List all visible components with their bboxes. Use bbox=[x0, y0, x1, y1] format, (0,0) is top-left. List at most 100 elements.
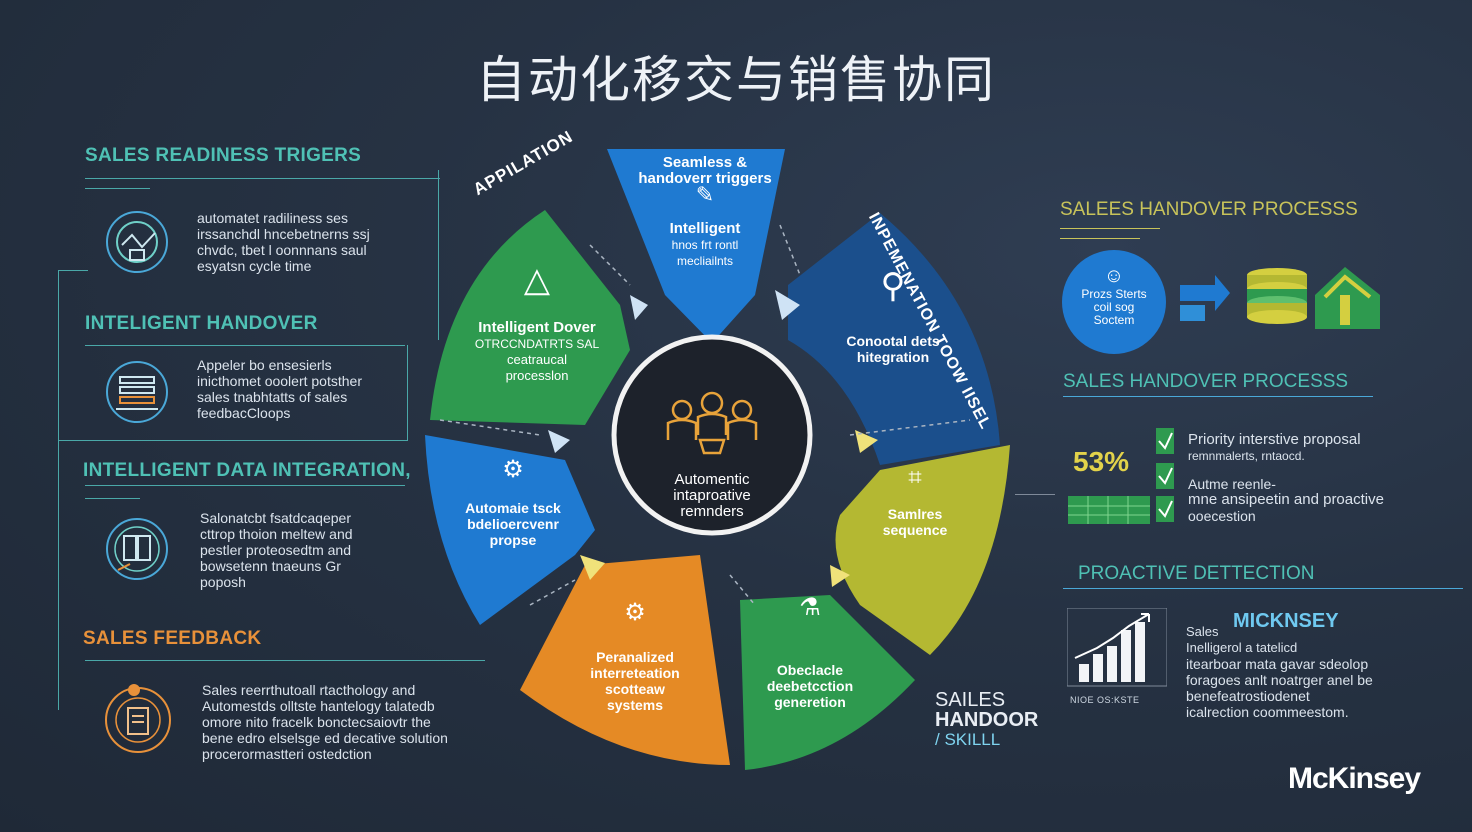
section-heading: INTELLIGENT DATA INTEGRATION, bbox=[83, 460, 411, 481]
text-line: sequence bbox=[882, 522, 948, 538]
divider bbox=[85, 188, 150, 189]
feedback-icon bbox=[105, 684, 171, 753]
divider bbox=[58, 440, 408, 441]
text-line: Obeclacle bbox=[776, 662, 844, 678]
text-line: Seamless & bbox=[662, 154, 748, 171]
gear-icon: ⚙ bbox=[624, 599, 646, 626]
percent-stat: 53% bbox=[1073, 446, 1130, 477]
text-line: SAILES bbox=[935, 689, 1006, 711]
text-line: esyatsn cycle time bbox=[197, 258, 312, 274]
section-text: Sales reerrthutoall rtacthology and Auto… bbox=[202, 682, 448, 762]
text-line: hnos frt rontl bbox=[671, 238, 739, 252]
segment-label: ⚙ Peranalized interreteation scotteaw sy… bbox=[565, 599, 705, 714]
segment-label: ⚙ Automaie tsck bdelioercvenr propse bbox=[448, 456, 578, 549]
detection-text: Sales Inelligerol a tatelicd itearboar m… bbox=[1186, 624, 1373, 720]
text-line: omore nito fracelk bonctecsaiovtr the bbox=[202, 714, 431, 730]
segment-label: Seamless & handoverr triggers ✎ Intellig… bbox=[615, 155, 795, 269]
text-line: Sales bbox=[1186, 624, 1219, 639]
text-line: / SKILLL bbox=[935, 730, 1001, 749]
progress-graphic bbox=[1068, 428, 1174, 524]
detection-heading: PROACTIVE DETTECTION bbox=[1078, 563, 1315, 584]
text-line: automatet radiliness ses bbox=[197, 210, 348, 226]
process-item: Priority interstive proposal remnmalerts… bbox=[1188, 432, 1361, 464]
wheel-segment-right-top bbox=[788, 213, 1000, 465]
text-line: Priority interstive proposal bbox=[1188, 431, 1361, 448]
text-line: propse bbox=[489, 532, 537, 548]
pin-icon: ⚲ bbox=[880, 267, 906, 305]
wheel-segment-right-bottom bbox=[835, 445, 1010, 655]
text-line: pestler proteosedtm and bbox=[200, 542, 351, 558]
person-icon: ☺ bbox=[1103, 265, 1125, 287]
chart-icon: ⌗ bbox=[908, 464, 922, 491]
pointer-icon bbox=[855, 430, 878, 453]
text-line: intaproative bbox=[673, 487, 751, 504]
center-label: Automentic intaproative remnders bbox=[652, 472, 772, 520]
text-line: systems bbox=[606, 697, 664, 713]
pointer-icon bbox=[830, 565, 850, 587]
text-line: OTRCCNDATRTS SAL bbox=[474, 337, 600, 351]
segment-label: ⚗ Obeclacle deebetcction generetion bbox=[745, 596, 875, 711]
wheel-segment-left bbox=[425, 435, 595, 625]
text-line: Samlres bbox=[887, 506, 943, 522]
text-line: scotteaw bbox=[605, 681, 665, 697]
text-line: mne ansipeetin and proactive bbox=[1188, 491, 1384, 508]
trigger-icon: ✎ bbox=[695, 182, 715, 207]
text-line: Prozs Sterts bbox=[1081, 287, 1147, 301]
divider bbox=[58, 270, 59, 710]
segment-label: ⚲ Conootal dets hitegration bbox=[823, 267, 963, 365]
text-line: interreteation bbox=[590, 665, 680, 681]
text-line: Appeler bo ensesierls bbox=[197, 357, 332, 373]
text-line: Peranalized bbox=[596, 649, 674, 665]
section-text: automatet radiliness ses irssanchdl hnce… bbox=[197, 210, 370, 274]
text-line: remnders bbox=[680, 503, 744, 520]
triangle-icon: △ bbox=[523, 261, 551, 299]
text-line: ooecestion bbox=[1188, 508, 1256, 524]
team-icon bbox=[666, 391, 758, 455]
house-chart-icon bbox=[1315, 267, 1380, 329]
text-line: icalrection coommeestom. bbox=[1186, 704, 1349, 720]
text-line: Automestds olltste hantelogy talatedb bbox=[202, 698, 435, 714]
section-heading: SALES READINESS TRIGERS bbox=[85, 145, 362, 166]
task-icon: ⚙ bbox=[502, 456, 524, 483]
text-line: chvdc, tbet l oonnnans saul bbox=[197, 242, 367, 258]
text-line: coil sog bbox=[1093, 300, 1135, 314]
text-line: Salonatcbt fsatdcaqeper bbox=[200, 510, 351, 526]
divider bbox=[1060, 238, 1140, 239]
text-line: procerormastteri ostedction bbox=[202, 746, 372, 762]
divider bbox=[438, 170, 439, 340]
text-line: mecliailnts bbox=[676, 254, 733, 268]
text-line: bowsetenn tnaeuns Gr bbox=[200, 558, 341, 574]
divider bbox=[85, 178, 440, 179]
divider bbox=[1063, 396, 1373, 397]
segment-label: △ Intelligent Dover OTRCCNDATRTS SAL cea… bbox=[457, 261, 617, 384]
text-line: Intelligent Dover bbox=[478, 319, 596, 336]
text-line: cttrop thoion meltew and bbox=[200, 526, 353, 542]
data-integration-icon bbox=[106, 518, 168, 580]
process-flow-graphic bbox=[1180, 267, 1380, 329]
text-line: Soctem bbox=[1093, 313, 1135, 327]
brand-tag: MICKNSEY bbox=[1233, 610, 1339, 632]
page-title: 自动化移交与销售协同 bbox=[476, 52, 996, 108]
text-line: HANDOOR bbox=[935, 709, 1039, 731]
pointer-icon bbox=[775, 290, 800, 320]
text-line: remnmalerts, rntaocd. bbox=[1188, 449, 1305, 463]
text-line: Sales reerrthutoall rtacthology and bbox=[202, 682, 416, 698]
text-line: Conootal dets bbox=[846, 333, 940, 349]
section-heading: SALES FEEDBACK bbox=[83, 628, 262, 649]
segment-label: ⌗ Samlres sequence bbox=[850, 464, 980, 539]
divider bbox=[1015, 494, 1055, 495]
stack-icon bbox=[1247, 268, 1307, 324]
divider bbox=[85, 660, 485, 661]
divider bbox=[407, 345, 408, 440]
wheel-segment-bottom-left bbox=[520, 555, 730, 765]
text-line: Automentic bbox=[674, 471, 750, 488]
text-line: feedbacCloops bbox=[197, 405, 291, 421]
chart-caption: NIOE OS:KSTE bbox=[1070, 695, 1140, 705]
arrow-icon bbox=[1180, 275, 1230, 311]
text-line: itearboar mata gavar sdeolop bbox=[1186, 656, 1369, 672]
text-line: sales tnabhtatts of sales bbox=[197, 389, 348, 405]
text-line: benefeatrostiodenet bbox=[1186, 688, 1310, 704]
divider bbox=[85, 345, 405, 346]
text-line: generetion bbox=[774, 694, 846, 710]
divider bbox=[1060, 228, 1160, 229]
